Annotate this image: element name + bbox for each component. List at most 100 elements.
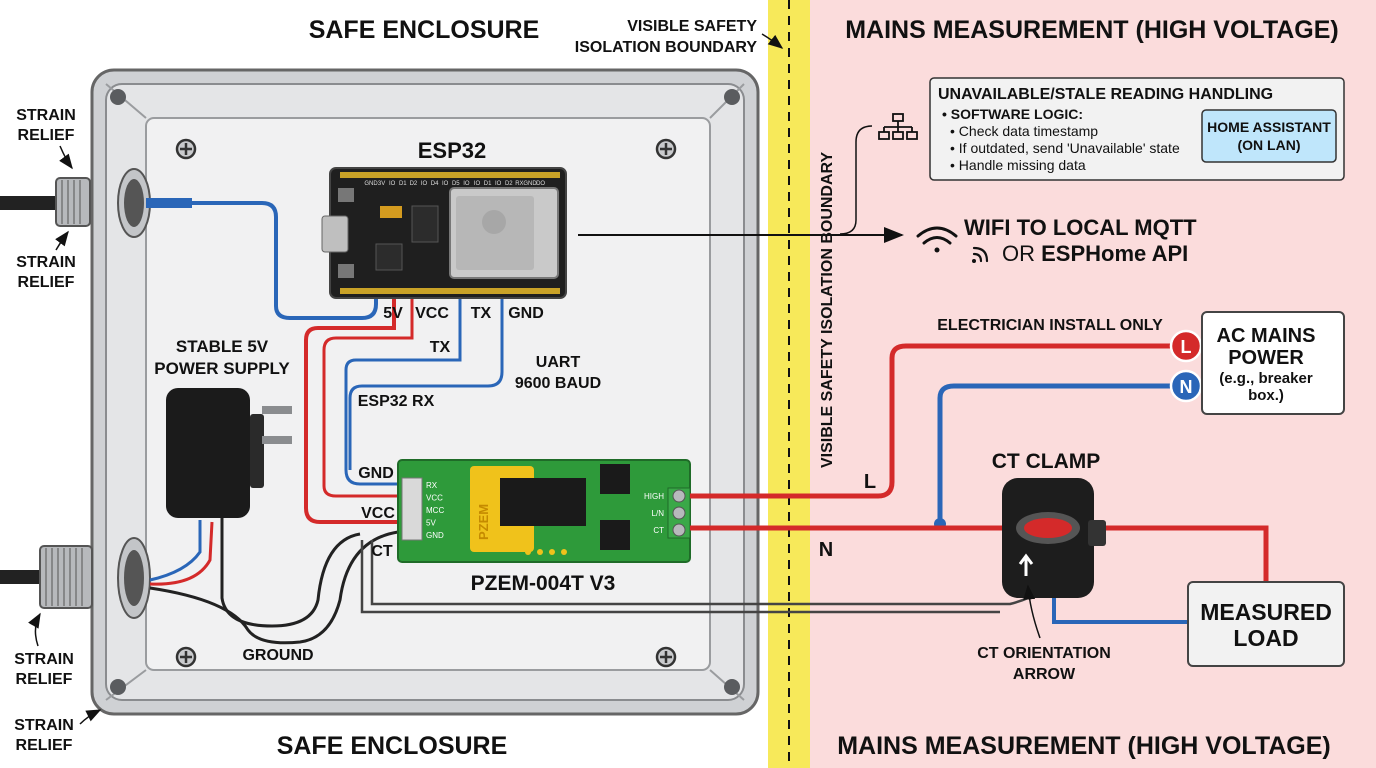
esp32-pin-tx: TX (471, 305, 492, 322)
strain-relief-pointer-3 (28, 612, 41, 647)
strain-relief-label-2b: RELIEF (18, 274, 75, 291)
esp32-header-pin-label: IO (421, 181, 428, 187)
electrician-warning: ELECTRICIAN INSTALL ONLY (937, 317, 1163, 334)
wire-label-baud: 9600 BAUD (515, 375, 601, 392)
ct-clamp (1002, 478, 1106, 598)
strain-relief-label-4a: STRAIN (14, 717, 74, 734)
home-assistant-label-2: (ON LAN) (1238, 137, 1301, 153)
pzem-terminal-label: CT (653, 526, 664, 535)
strain-relief-pointer-2 (55, 230, 69, 251)
strain-relief-label-1b: RELIEF (18, 127, 75, 144)
mains-measurement-header: MAINS MEASUREMENT (HIGH VOLTAGE) (845, 16, 1339, 44)
measured-load-label-2: LOAD (1233, 625, 1298, 651)
live-badge-label: L (1181, 337, 1192, 357)
wifi-icon (916, 226, 958, 253)
safe-enclosure-header: SAFE ENCLOSURE (309, 16, 540, 44)
strain-relief-top (0, 168, 151, 238)
network-link-line (839, 125, 873, 235)
boundary-label-pointer (761, 33, 784, 49)
ac-mains-label-1: AC MAINS (1217, 325, 1316, 347)
wire-red-psu (149, 521, 214, 586)
strain-relief-pointer-1 (59, 145, 73, 170)
esp32-header-pin-label: GND (523, 181, 537, 187)
pzem-title: PZEM-004T V3 (471, 572, 616, 595)
wire-label-tx: TX (430, 339, 451, 356)
pzem-pin-label: 5V (426, 519, 436, 528)
stale-box-item-2: • If outdated, send 'Unavailable' state (950, 140, 1180, 156)
stale-box-item-1: • Check data timestamp (950, 123, 1098, 139)
esp32-header-pin-label: IO (463, 181, 470, 187)
wire-mains-neutral (937, 383, 1172, 524)
pzem-chip-label: PZEM (476, 504, 491, 540)
wire-mains-live (690, 343, 1172, 499)
strain-relief-label-2a: STRAIN (16, 254, 76, 271)
wire-red-vcc (322, 296, 414, 498)
power-supply-label-1: STABLE 5V (176, 337, 269, 356)
stale-box-item-3: • Handle missing data (950, 157, 1086, 173)
wire-label-ct: CT (371, 543, 393, 560)
pzem-pin-label: RX (426, 481, 438, 490)
wire-label-ground: GROUND (242, 647, 313, 664)
esp32-header-pin-label: D1 (399, 181, 407, 187)
ct-orientation-label-1: CT ORIENTATION (977, 645, 1111, 662)
esp32-header-pin-label: D1 (484, 181, 492, 187)
esp32-header-pin-label: RX (515, 181, 523, 187)
ct-orientation-pointer (1023, 584, 1041, 639)
strain-relief-pointer-4 (79, 709, 102, 725)
esp32-header-pin-label: 3V (378, 181, 385, 187)
ac-mains-label-3: (e.g., breaker (1219, 370, 1313, 387)
network-icon (878, 113, 918, 140)
esp32-board (321, 167, 567, 299)
wire-label-gnd: GND (358, 465, 394, 482)
measured-load-box (1187, 581, 1345, 667)
ct-clamp-title: CT CLAMP (992, 450, 1101, 473)
esp32-header-pin-label: GND (364, 181, 378, 187)
strain-relief-label-4b: RELIEF (16, 737, 73, 754)
wire-blue-tx (344, 296, 462, 486)
ac-mains-label-4: box.) (1248, 387, 1284, 404)
wire-blue-gnd-uart (348, 296, 504, 470)
wire-label-uart: UART (536, 354, 581, 371)
screw-icon (110, 89, 740, 695)
strain-relief-label-3a: STRAIN (14, 651, 74, 668)
esp32-header-pin-label: D2 (410, 181, 418, 187)
esp32-header-pin-label: D5 (452, 181, 460, 187)
wire-black-psu (220, 518, 361, 628)
strain-relief-bottom (0, 537, 151, 619)
wifi-label-line1: WIFI TO LOCAL MQTT (964, 215, 1197, 240)
wire-through-ct (690, 525, 1269, 582)
pzem-board (397, 459, 691, 563)
esp32-pin-gnd: GND (508, 305, 544, 322)
strain-relief-label-1a: STRAIN (16, 107, 76, 124)
pzem-terminal-label: L/N (652, 509, 665, 518)
wire-blue-sleeve (146, 198, 192, 208)
ac-mains-label-2: POWER (1228, 347, 1304, 369)
esp32-title: ESP32 (418, 138, 487, 163)
esp32-header-pin-label: DO (536, 181, 545, 187)
wire-blue-psu (149, 520, 202, 582)
wifi-label-line2: OR ESPHome API (1002, 241, 1188, 266)
wire-red-5v (304, 296, 398, 524)
esp32-header-pin-label: IO (442, 181, 449, 187)
wire-load-return (1052, 598, 1188, 624)
wire-label-l: L (864, 471, 876, 493)
esp32-pin-5v: 5V (383, 305, 403, 322)
wire-label-vcc: VCC (361, 505, 395, 522)
wire-label-n: N (819, 539, 833, 561)
signal-icon (972, 246, 989, 263)
ac-mains-box (1201, 311, 1345, 415)
boundary-label-line2: ISOLATION BOUNDARY (575, 39, 758, 56)
boundary-label-line1: VISIBLE SAFETY (627, 18, 757, 35)
pzem-pin-label: VCC (426, 494, 443, 503)
pzem-pin-label: GND (426, 531, 444, 540)
measured-load-label-1: MEASURED (1200, 599, 1332, 625)
boundary-vertical-label: VISIBLE SAFETY ISOLATION BOUNDARY (819, 152, 836, 469)
home-assistant-label-1: HOME ASSISTANT (1207, 119, 1331, 135)
esp32-header-pin-label: IO (474, 181, 481, 187)
esp32-header-pin-label: D4 (431, 181, 439, 187)
ct-orientation-label-2: ARROW (1013, 666, 1076, 683)
